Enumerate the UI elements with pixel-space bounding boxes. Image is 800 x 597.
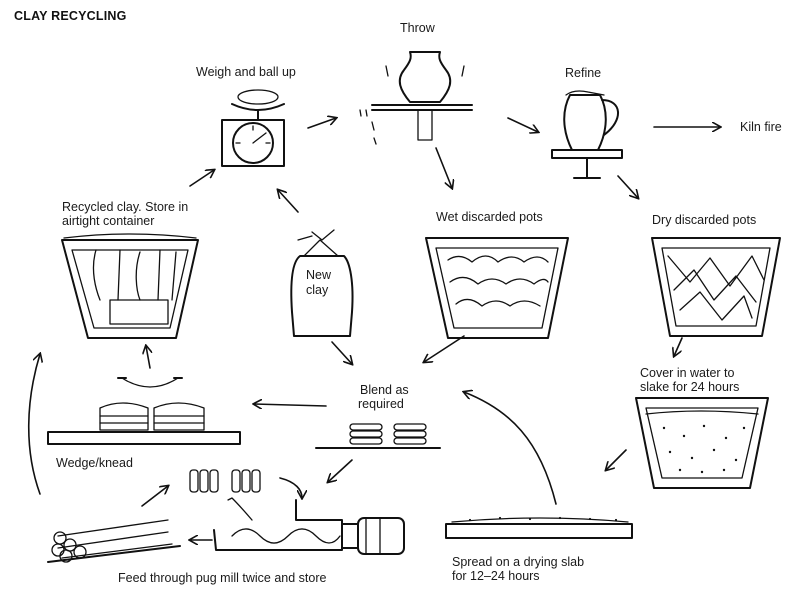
- drying-slab-icon: [445, 516, 633, 539]
- new-clay-bag-icon: [290, 229, 354, 337]
- wet-pots-bucket-icon: [425, 237, 569, 339]
- label-recycled-clay-line2: airtight container: [62, 214, 155, 228]
- flow-arrows: [27, 118, 720, 540]
- label-kiln-fire: Kiln fire: [740, 120, 782, 134]
- dry-pots-bucket-icon: [651, 237, 781, 337]
- pug-mill-icon: [213, 497, 405, 555]
- pug-segments-icon: [189, 469, 261, 493]
- slaking-bucket-icon: [635, 397, 769, 489]
- label-cover-line1: Cover in water to: [640, 366, 735, 380]
- label-new-clay-line2: clay: [306, 283, 329, 297]
- label-dry-discarded-pots: Dry discarded pots: [652, 213, 757, 227]
- label-blend-line1: Blend as: [360, 383, 409, 397]
- label-throw: Throw: [400, 21, 435, 35]
- diagram-title: CLAY RECYCLING: [14, 9, 127, 23]
- blend-slab-icon: [315, 423, 441, 449]
- recycled-clay-container-icon: [61, 233, 199, 339]
- label-wet-discarded-pots: Wet discarded pots: [436, 210, 543, 224]
- stored-clay-rolls-icon: [47, 519, 181, 563]
- label-weigh-and-ball-up: Weigh and ball up: [196, 65, 296, 79]
- scale-icon: [221, 89, 285, 167]
- jug-icon: [551, 90, 623, 179]
- throwing-wheel-icon: [359, 51, 473, 145]
- label-pug-mill: Feed through pug mill twice and store: [118, 571, 327, 585]
- label-spread-line2: for 12–24 hours: [452, 569, 540, 583]
- wedging-bench-icon: [47, 377, 241, 445]
- label-recycled-clay-line1: Recycled clay. Store in: [62, 200, 189, 214]
- label-refine: Refine: [565, 66, 602, 80]
- label-cover-line2: slake for 24 hours: [640, 380, 740, 394]
- label-new-clay-line1: New: [306, 268, 332, 282]
- label-blend-line2: required: [358, 397, 404, 411]
- label-wedge-knead: Wedge/knead: [56, 456, 133, 470]
- label-spread-line1: Spread on a drying slab: [452, 555, 585, 569]
